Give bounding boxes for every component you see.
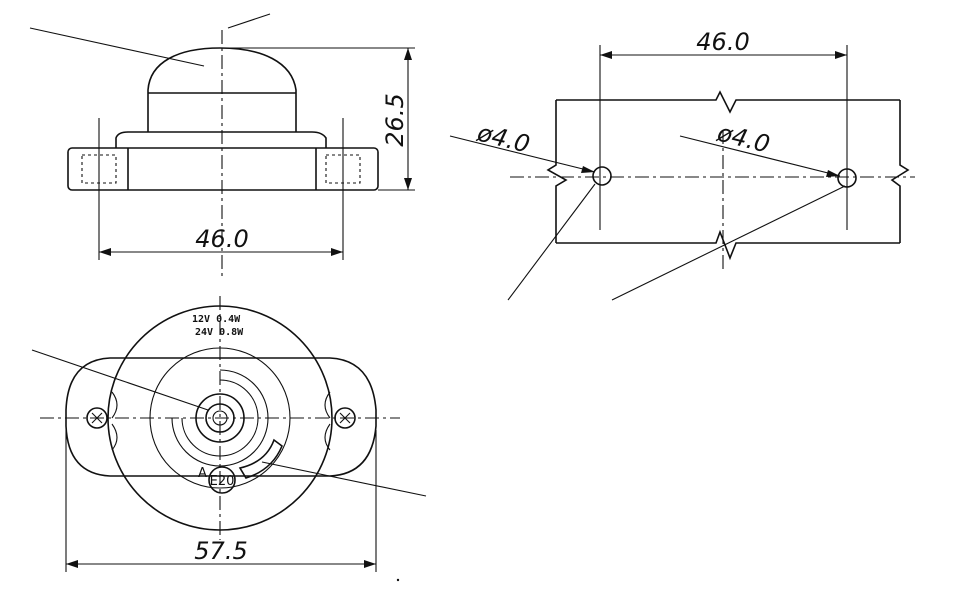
mounting-view: 46.0 ø4.0 ø4.0 xyxy=(449,28,915,301)
leader-hole-left-arrow xyxy=(581,166,595,173)
leader-dome xyxy=(29,27,205,67)
hole-left-label: ø4.0 xyxy=(474,118,533,158)
panel-top-edge xyxy=(556,90,900,114)
leader-lower-left xyxy=(507,183,596,301)
contact-slot xyxy=(238,438,283,479)
top-view: 12V 0.4W 24V 0.8W E20 A 57.5 xyxy=(31,296,427,582)
leader-hole-right xyxy=(679,135,841,177)
leader-top-view-left xyxy=(31,349,209,411)
stray-dot xyxy=(396,578,400,582)
leader-top xyxy=(227,13,271,29)
rating-line-1: 12V 0.4W xyxy=(192,314,241,325)
leader-hole-left xyxy=(449,135,596,173)
top-width-label: 57.5 xyxy=(194,537,247,565)
panel-right-edge xyxy=(890,100,910,243)
approval-mark: E20 xyxy=(210,474,235,489)
ring-outer xyxy=(171,369,269,467)
notch-right-top xyxy=(324,391,331,419)
approval-prefix: A xyxy=(198,466,207,481)
panel-bottom-edge xyxy=(556,229,900,261)
notch-right-bottom xyxy=(324,423,331,451)
top-hole-left xyxy=(86,407,108,429)
panel-left-edge xyxy=(546,100,568,243)
side-width-label: 46.0 xyxy=(195,225,248,253)
hole-right-label: ø4.0 xyxy=(714,118,773,158)
leader-top-view-right xyxy=(261,461,427,497)
mount-hole-left xyxy=(592,166,612,186)
base-flange xyxy=(67,147,379,191)
mount-width-label: 46.0 xyxy=(696,28,749,56)
notch-left-bottom xyxy=(111,423,118,451)
approval-mark-circle xyxy=(208,466,236,494)
rating-line-2: 24V 0.8W xyxy=(195,327,244,338)
leader-hole-right-arrow xyxy=(826,170,840,177)
side-view: 46.0 26.5 xyxy=(29,13,415,280)
shoulder-outline xyxy=(115,131,327,148)
side-height-label: 26.5 xyxy=(381,93,409,146)
notch-left-top xyxy=(111,391,118,419)
ring-mid xyxy=(181,379,259,457)
leader-lower-right xyxy=(611,185,846,301)
